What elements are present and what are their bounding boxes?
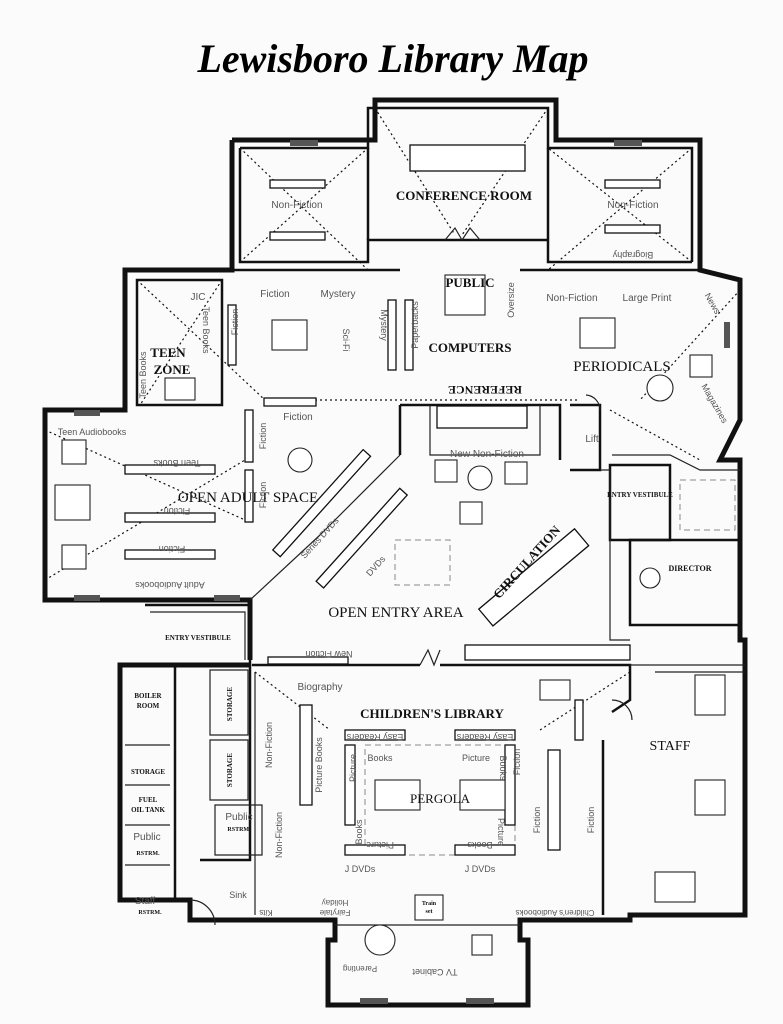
fiction-child-label-1: Fiction (512, 749, 522, 776)
public-computers-label-1: PUBLIC (445, 275, 494, 290)
boiler-room-label-2: ROOM (137, 702, 160, 710)
j-dvds-label-2: J DVDs (465, 864, 496, 874)
oversize-label: Oversize (506, 282, 516, 318)
conference-room-label: CONFERENCE ROOM (396, 188, 532, 203)
easy-readers-label-2: Easy Readers (456, 732, 513, 742)
train-set-label-1: Train (422, 901, 437, 907)
parenting-label: Parenting (343, 964, 377, 973)
biography-child-label: Biography (297, 682, 342, 693)
books-label-3: Books (354, 819, 364, 845)
boiler-room-label-1: BOILER (134, 692, 162, 700)
dvds-label: DVDs (364, 554, 387, 579)
furniture (54, 274, 726, 956)
fiction-vertical-label-2: Fiction (258, 423, 268, 450)
mystery-top-label: Mystery (321, 289, 356, 300)
picture-label-1: Picture (462, 753, 490, 763)
shelving (124, 144, 661, 856)
nonfiction-pc-label: Non-Fiction (546, 293, 597, 304)
storage-label-1: STORAGE (226, 687, 234, 721)
large-print-label: Large Print (623, 293, 672, 304)
picture-label-3: Picture (496, 818, 506, 846)
childrens-library-label: CHILDREN'S LIBRARY (360, 706, 504, 721)
picture-books-label: Picture Books (314, 737, 324, 793)
fiction-vertical-label-1: Fiction (230, 309, 240, 336)
childrens-audiobooks-label: Children's Audiobooks (516, 908, 595, 917)
reference-label: REFERENCE (448, 383, 522, 397)
teen-books-vertical-label: Teen Books (201, 306, 211, 354)
magazines-label: Magazines (699, 382, 730, 425)
staff-label: STAFF (650, 739, 691, 754)
books-label-1: Books (367, 753, 393, 763)
teen-zone-label-2: ZONE (154, 362, 191, 377)
scifi-label: Sci-Fi (341, 329, 351, 352)
nonfiction-child-label-2: Non-Fiction (274, 812, 284, 858)
sink-label: Sink (229, 890, 247, 900)
fiction-shelf-label-1: Fiction (164, 506, 191, 516)
open-entry-area-label: OPEN ENTRY AREA (328, 605, 463, 621)
mystery-vertical-label: Mystery (379, 309, 389, 341)
pergola-label: PERGOLA (410, 791, 471, 806)
picture-label-4: Picture (366, 840, 394, 850)
periodicals-label: PERIODICALS (573, 359, 671, 375)
nonfiction-left-label: Non-Fiction (271, 200, 322, 211)
tv-cabinet-label: TV Cabinet (412, 967, 458, 977)
fuel-oil-tank-label-2: OIL TANK (131, 806, 165, 814)
fiction-top-label: Fiction (260, 289, 289, 300)
wall-hatches (74, 140, 730, 1004)
teen-zone-label-1: TEEN (150, 345, 186, 360)
paperbacks-label: Paperbacks (410, 301, 420, 349)
fiction-shelf-label-2: Fiction (159, 544, 186, 554)
easy-readers-label-1: Easy Readers (346, 732, 403, 742)
staff-restroom-label-1: Staff (135, 896, 156, 907)
open-adult-space-label: OPEN ADULT SPACE (178, 490, 318, 506)
fiction-child-label-3: Fiction (586, 807, 596, 834)
director-label: DIRECTOR (669, 564, 712, 573)
teen-audiobooks-label: Teen Audiobooks (58, 427, 127, 437)
lift-label: Lift (585, 434, 599, 445)
nonfiction-right-label: Non-Fiction (607, 200, 658, 211)
entry-vestibule-left-label: ENTRY VESTIBULE (165, 634, 231, 642)
doors (189, 226, 633, 926)
interior-walls (120, 278, 745, 926)
public-restroom-left-label-1: Public (133, 832, 160, 843)
storage-label-2: STORAGE (226, 753, 234, 787)
nonfiction-child-label-1: Non-Fiction (264, 722, 274, 768)
new-nonfiction-label: New Non-Fiction (450, 449, 524, 460)
fairytale-label: Fairytale (319, 908, 350, 917)
staff-restroom-label-2: RSTRM. (138, 910, 162, 916)
jic-label: JIC (191, 292, 206, 303)
adult-audiobooks-label: Adult Audiobooks (135, 580, 205, 590)
fiction-horizontal-label: Fiction (283, 412, 312, 423)
public-restroom-right-label-1: Public (225, 812, 252, 823)
books-label-4: Books (467, 840, 493, 850)
fiction-vertical-label-3: Fiction (258, 482, 268, 509)
entry-vestibule-right-label: ENTRY VESTIBULE (607, 491, 673, 499)
holiday-label: Holiday (322, 898, 349, 907)
fuel-oil-tank-label-1: FUEL (139, 796, 158, 804)
teen-books-side-label: Teen Books (138, 351, 148, 399)
teen-books-shelf-label: Teen Books (153, 458, 201, 468)
public-computers-label-2: COMPUTERS (428, 340, 511, 355)
map-title: Lewisboro Library Map (196, 36, 588, 81)
train-set-label-2: set (426, 909, 433, 915)
biography-top-label: Biography (612, 250, 653, 260)
fiction-child-label-2: Fiction (532, 807, 542, 834)
j-dvds-label-1: J DVDs (345, 864, 376, 874)
picture-label-2: Picture (348, 754, 358, 782)
new-fiction-label: New Fiction (305, 649, 352, 659)
public-restroom-left-label-2: RSTRM. (136, 851, 160, 857)
books-label-2: Books (498, 755, 508, 781)
public-restroom-right-label-2: RSTRM. (227, 827, 251, 833)
kits-label: Kits (259, 908, 272, 917)
storage-left-label: STORAGE (131, 768, 165, 776)
